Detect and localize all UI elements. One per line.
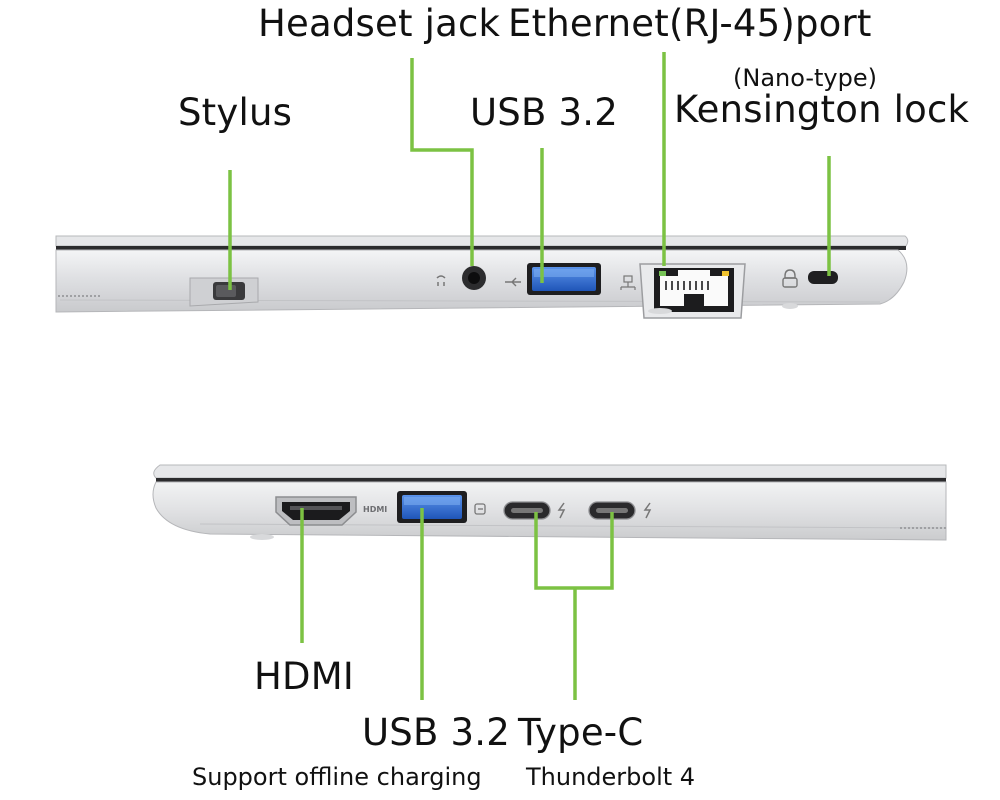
usb-c-port-icon	[588, 501, 636, 520]
stylus-label: Stylus	[178, 91, 293, 134]
usb-top-label: USB 3.2	[470, 91, 618, 134]
callout-headset-jack	[410, 58, 474, 266]
callout-typec	[534, 512, 614, 700]
charging-usb-symbol-icon	[474, 503, 486, 515]
hdmi-port-mark: HDMI	[363, 505, 388, 514]
thunderbolt-icon	[643, 502, 652, 519]
typec-label: Type-C	[518, 711, 644, 754]
kensington-note-label: (Nano-type)	[733, 64, 877, 92]
usb-c-port-icon	[503, 501, 551, 520]
usb-a-port-icon	[527, 263, 601, 295]
usb-bottom-note-label: Support offline charging	[192, 763, 482, 791]
hdmi-label: HDMI	[254, 655, 354, 698]
ethernet-port-label: Ethernet(RJ-45)port	[508, 2, 872, 45]
callout-lines	[228, 52, 831, 700]
usb-bottom-label: USB 3.2	[362, 711, 510, 754]
headset-jack-label: Headset jack	[258, 2, 501, 45]
hdmi-port-icon	[275, 496, 357, 526]
usb-a-port-icon	[397, 491, 467, 523]
stylus-slot-icon	[189, 277, 259, 307]
top-laptop-side	[55, 235, 909, 319]
ethernet-port-icon	[639, 263, 746, 319]
kensington-lock-label: Kensington lock	[674, 88, 970, 131]
bottom-laptop-side	[152, 464, 947, 541]
typec-note-label: Thunderbolt 4	[526, 763, 696, 791]
usb-symbol-icon	[505, 277, 521, 287]
headset-jack-icon	[436, 266, 486, 290]
network-symbol-icon	[620, 275, 636, 290]
thunderbolt-icon	[557, 502, 566, 519]
